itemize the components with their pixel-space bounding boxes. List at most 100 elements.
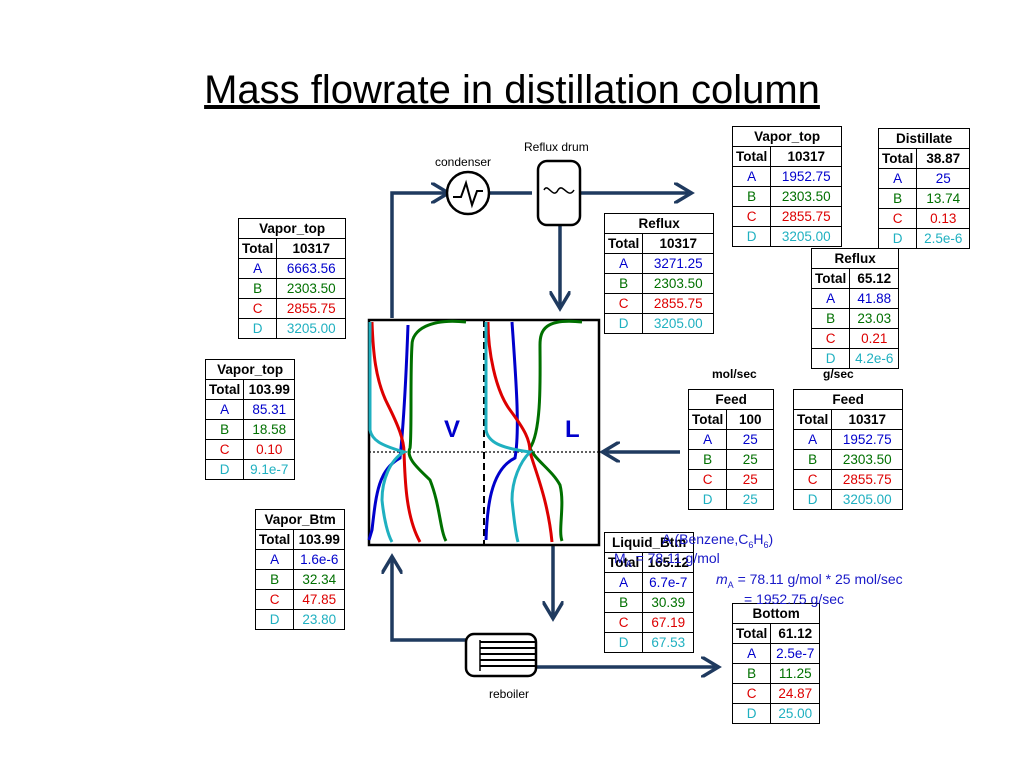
total-value: 103.99: [243, 379, 296, 400]
row-key: A: [254, 549, 295, 570]
profile-l-a: [484, 321, 519, 541]
row-key: D: [792, 489, 833, 510]
table-title: Reflux: [810, 248, 900, 269]
table-title: Feed: [687, 389, 775, 410]
row-key: A: [731, 166, 772, 187]
row-key: C: [731, 206, 772, 227]
row-key: D: [204, 459, 245, 480]
row-key: A: [204, 399, 245, 420]
row-value: 2303.50: [642, 273, 715, 294]
row-value: 23.03: [849, 308, 900, 329]
row-value: 4.2e-6: [849, 348, 900, 369]
profile-v-a: [367, 324, 410, 541]
total-value: 10317: [831, 409, 904, 430]
total-label: Total: [237, 238, 278, 259]
row-value: 25: [726, 449, 775, 470]
total-label: Total: [877, 148, 918, 169]
row-key: A: [687, 429, 728, 450]
reflux-drum-label: Reflux drum: [524, 140, 589, 154]
unit-mol-label: mol/sec: [712, 367, 757, 381]
row-key: A: [603, 253, 644, 274]
row-key: A: [603, 572, 644, 593]
vapor-btm-pipe: [392, 560, 466, 642]
row-key: C: [877, 208, 918, 229]
profile-l-c: [486, 321, 554, 543]
annotation-molar-mass: MA = 78.11 g/mol: [614, 550, 720, 569]
row-key: B: [810, 308, 851, 329]
row-value: 85.31: [243, 399, 296, 420]
row-key: C: [603, 612, 644, 633]
row-value: 67.19: [642, 612, 695, 633]
row-key: B: [603, 592, 644, 613]
row-key: C: [254, 589, 295, 610]
row-value: 1952.75: [831, 429, 904, 450]
row-key: D: [687, 489, 728, 510]
table-title: Vapor_top: [204, 359, 296, 380]
row-value: 3271.25: [642, 253, 715, 274]
reflux-drum-icon: [536, 159, 582, 227]
profile-v-c: [370, 321, 422, 543]
total-label: Total: [254, 529, 295, 550]
row-value: 2303.50: [276, 278, 347, 299]
total-label: Total: [603, 233, 644, 254]
row-value: 0.10: [243, 439, 296, 460]
row-key: B: [603, 273, 644, 294]
row-key: B: [687, 449, 728, 470]
row-key: A: [731, 643, 772, 664]
profile-v-b: [407, 319, 467, 542]
row-value: 0.21: [849, 328, 900, 349]
row-value: 2855.75: [831, 469, 904, 490]
row-value: 2303.50: [831, 449, 904, 470]
label-l: L: [565, 416, 580, 443]
row-value: 25: [726, 469, 775, 490]
total-label: Total: [204, 379, 245, 400]
table-title: Vapor_Btm: [254, 509, 346, 530]
row-key: B: [731, 186, 772, 207]
condenser-label: condenser: [435, 155, 492, 169]
row-value: 13.74: [916, 188, 971, 209]
profile-l-b: [528, 319, 583, 542]
table-title: Liquid_Btm: [603, 532, 695, 553]
table-title: Feed: [792, 389, 904, 410]
row-key: D: [877, 228, 918, 249]
row-key: D: [603, 632, 644, 653]
row-value: 0.13: [916, 208, 971, 229]
row-key: D: [254, 609, 295, 630]
row-key: C: [603, 293, 644, 314]
row-value: 67.53: [642, 632, 695, 653]
row-key: C: [204, 439, 245, 460]
row-value: 1952.75: [770, 166, 843, 187]
row-key: D: [603, 313, 644, 334]
row-key: A: [877, 168, 918, 189]
profile-v-d: [368, 322, 408, 543]
row-value: 23.80: [293, 609, 346, 630]
condenser-icon: [445, 170, 491, 216]
total-value: 10317: [276, 238, 347, 259]
row-value: 11.25: [770, 663, 821, 684]
row-value: 9.1e-7: [243, 459, 296, 480]
row-key: A: [237, 258, 278, 279]
row-value: 2855.75: [770, 206, 843, 227]
row-value: 24.87: [770, 683, 821, 704]
row-key: C: [687, 469, 728, 490]
row-value: 2855.75: [276, 298, 347, 319]
row-key: D: [731, 226, 772, 247]
total-value: 100: [726, 409, 775, 430]
row-key: A: [810, 288, 851, 309]
unit-g-label: g/sec: [823, 367, 854, 381]
total-label: Total: [792, 409, 833, 430]
row-key: B: [254, 569, 295, 590]
row-value: 2855.75: [642, 293, 715, 314]
reboiler-label: reboiler: [489, 687, 530, 701]
row-value: 2.5e-7: [770, 643, 821, 664]
total-value: 10317: [642, 233, 715, 254]
row-value: 41.88: [849, 288, 900, 309]
